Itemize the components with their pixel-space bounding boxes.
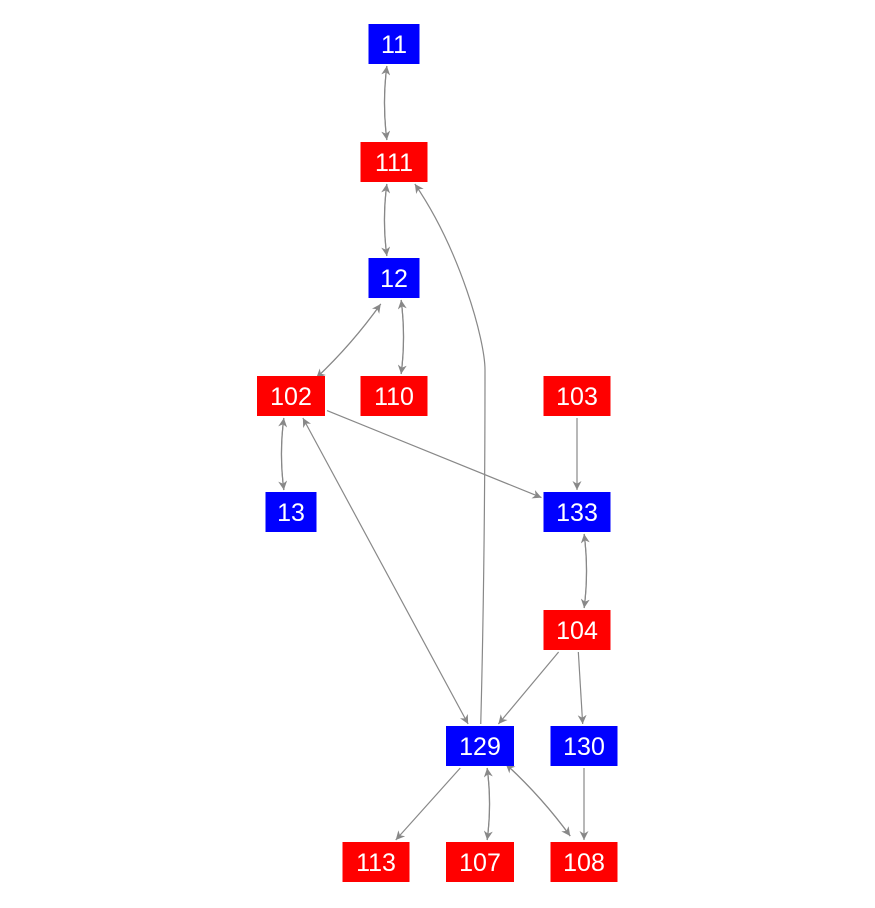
node-box bbox=[257, 376, 325, 416]
node-12: 12 bbox=[368, 258, 420, 298]
node-label: 133 bbox=[556, 499, 598, 527]
edge-102-to-133 bbox=[326, 410, 542, 499]
edge-107-to-129 bbox=[483, 767, 493, 841]
edge-12-to-111 bbox=[381, 183, 391, 257]
edge-129-to-113 bbox=[395, 767, 461, 841]
node-label: 108 bbox=[563, 849, 605, 877]
node-label: 107 bbox=[459, 849, 501, 877]
node-104: 104 bbox=[543, 610, 611, 650]
node-label: 113 bbox=[356, 849, 396, 877]
node-box bbox=[446, 842, 514, 882]
node-113: 113 bbox=[342, 842, 410, 882]
edge-110-to-12 bbox=[397, 299, 407, 375]
edge-108-to-129 bbox=[505, 763, 571, 837]
node-box bbox=[368, 24, 420, 64]
edge-129-to-111 bbox=[414, 183, 486, 725]
node-102: 102 bbox=[257, 376, 325, 416]
edge-12-to-102 bbox=[315, 303, 382, 379]
edge-13-to-102 bbox=[278, 417, 288, 491]
node-label: 11 bbox=[381, 31, 407, 59]
node-label: 104 bbox=[556, 617, 598, 645]
node-box bbox=[360, 142, 428, 182]
node-box bbox=[543, 376, 611, 416]
node-box bbox=[543, 492, 611, 532]
node-box bbox=[265, 492, 317, 532]
node-11: 11 bbox=[368, 24, 420, 64]
node-box bbox=[446, 726, 514, 766]
node-box bbox=[550, 726, 618, 766]
edge-102-to-12 bbox=[315, 303, 382, 379]
node-111: 111 bbox=[360, 142, 428, 182]
node-107: 107 bbox=[446, 842, 514, 882]
node-box bbox=[342, 842, 410, 882]
node-label: 111 bbox=[375, 149, 413, 177]
node-label: 103 bbox=[556, 383, 598, 411]
node-133: 133 bbox=[543, 492, 611, 532]
edge-129-to-108 bbox=[505, 763, 571, 837]
node-label: 12 bbox=[380, 265, 408, 293]
node-label: 110 bbox=[374, 383, 414, 411]
node-label: 102 bbox=[270, 383, 312, 411]
node-103: 103 bbox=[543, 376, 611, 416]
edge-104-to-129 bbox=[497, 651, 560, 725]
node-label: 129 bbox=[459, 733, 501, 761]
node-box bbox=[368, 258, 420, 298]
edge-104-to-133 bbox=[580, 533, 590, 609]
node-108: 108 bbox=[550, 842, 618, 882]
node-label: 130 bbox=[563, 733, 605, 761]
node-box bbox=[360, 376, 428, 416]
node-130: 130 bbox=[550, 726, 618, 766]
node-13: 13 bbox=[265, 492, 317, 532]
edge-111-to-11 bbox=[381, 65, 391, 141]
node-box bbox=[543, 610, 611, 650]
edge-104-to-130 bbox=[577, 651, 587, 725]
node-box bbox=[550, 842, 618, 882]
node-label: 13 bbox=[277, 499, 305, 527]
node-129: 129 bbox=[446, 726, 514, 766]
edge-102-to-129 bbox=[302, 417, 469, 725]
node-110: 110 bbox=[360, 376, 428, 416]
